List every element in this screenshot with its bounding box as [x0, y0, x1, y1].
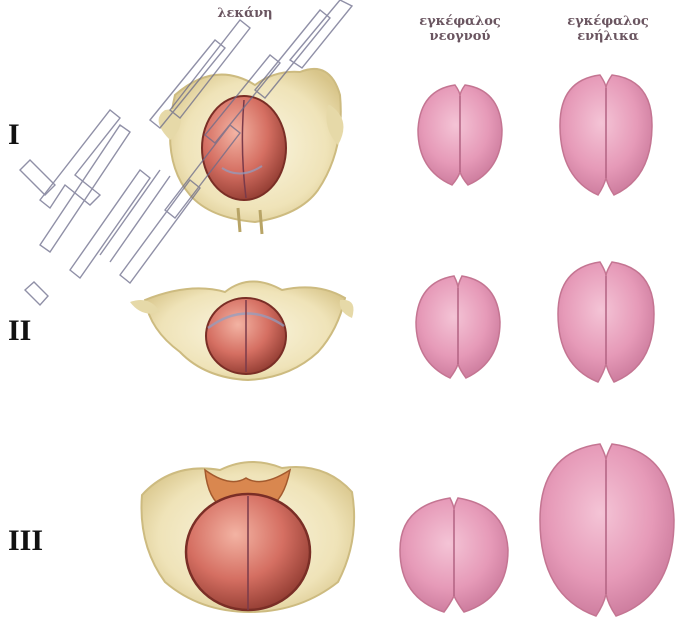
- column-header-adult-line2: ενήλικα: [548, 29, 668, 44]
- pelvis-row-3: [141, 462, 354, 612]
- column-header-adult-line1: εγκέφαλος: [548, 14, 668, 29]
- row-label-3: III: [8, 524, 43, 558]
- row-label-2: II: [8, 314, 31, 348]
- row-label-1: I: [8, 118, 20, 152]
- newborn-brain-row-3: [400, 498, 508, 612]
- column-header-pelvis: λεκάνη: [200, 6, 290, 21]
- column-header-newborn-brain: εγκέφαλος νεογνού: [400, 14, 520, 44]
- column-header-newborn-line1: εγκέφαλος: [400, 14, 520, 29]
- pelvis-row-2: [130, 281, 354, 380]
- newborn-brain-row-2: [416, 276, 500, 378]
- adult-brain-row-1: [560, 75, 652, 195]
- adult-brain-row-3: [540, 444, 674, 616]
- column-header-pelvis-line1: λεκάνη: [200, 6, 290, 21]
- column-header-adult-brain: εγκέφαλος ενήλικα: [548, 14, 668, 44]
- column-header-newborn-line2: νεογνού: [400, 29, 520, 44]
- adult-brain-row-2: [558, 262, 654, 382]
- newborn-brain-row-1: [418, 85, 502, 185]
- pelvis-row-1: [159, 69, 344, 234]
